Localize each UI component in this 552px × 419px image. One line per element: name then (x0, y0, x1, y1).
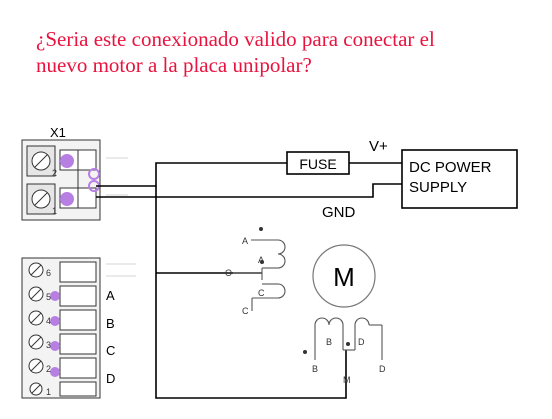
question-text: ¿Seria este conexionado valido para cone… (36, 26, 536, 78)
coil1-inner-a: A (258, 255, 264, 265)
coil2-inner-d: D (358, 337, 365, 347)
dc-power-supply (401, 149, 518, 209)
terminal-b-label: B (106, 316, 115, 331)
pin-b-highlight (50, 316, 60, 326)
pin-num-4: 4 (46, 316, 51, 326)
coil1-label-c: C (242, 306, 249, 316)
coil2-inner-b: B (326, 337, 332, 347)
coil-2 (314, 317, 383, 360)
x1-pin2-highlight (60, 154, 74, 168)
coil2-label-b: B (312, 364, 318, 374)
pin-a-highlight (50, 291, 60, 301)
terminal-c-label: C (106, 343, 115, 358)
gnd-label: GND (322, 204, 356, 221)
x1-pin-ring-top (88, 168, 100, 180)
pin-num-1: 1 (46, 387, 51, 397)
x1-pin-label-2: 2 (52, 168, 57, 178)
connector-x1 (21, 139, 101, 221)
fuse-label: FUSE (299, 156, 336, 172)
motor-label: M (333, 262, 355, 292)
connector-motor (21, 257, 101, 399)
pin-num-5: 5 (46, 292, 51, 302)
fuse-box (286, 151, 350, 175)
coil-1 (233, 239, 286, 311)
pin-num-6: 6 (46, 268, 51, 278)
winding-dots (259, 227, 350, 354)
terminal-d-label: D (106, 371, 115, 386)
connector-x1-label: X1 (50, 125, 66, 140)
pin-c-highlight (50, 341, 60, 351)
x1-pin-label-1: 1 (52, 206, 57, 216)
coil1-label-o: O (225, 268, 232, 278)
vplus-label: V+ (369, 138, 388, 155)
motor-symbol (312, 244, 376, 308)
pin-d-highlight (50, 367, 60, 377)
pin-num-3: 3 (46, 340, 51, 350)
supply-label-line1: DC POWER (409, 159, 492, 176)
terminal-a-label: A (106, 288, 115, 303)
wires (96, 162, 402, 399)
question-line-2: nuevo motor a la placa unipolar? (36, 53, 312, 77)
coil1-inner-c: C (258, 288, 265, 298)
coil2-label-d: D (379, 364, 386, 374)
coil1-label-a: A (242, 236, 248, 246)
supply-label-line2: SUPPLY (409, 179, 467, 196)
x1-pin1-highlight (60, 192, 74, 206)
question-line-1: ¿Seria este conexionado valido para cone… (36, 27, 435, 51)
coil2-label-m: M (343, 375, 351, 385)
pin-num-2: 2 (46, 364, 51, 374)
scan-artifacts (106, 157, 136, 277)
